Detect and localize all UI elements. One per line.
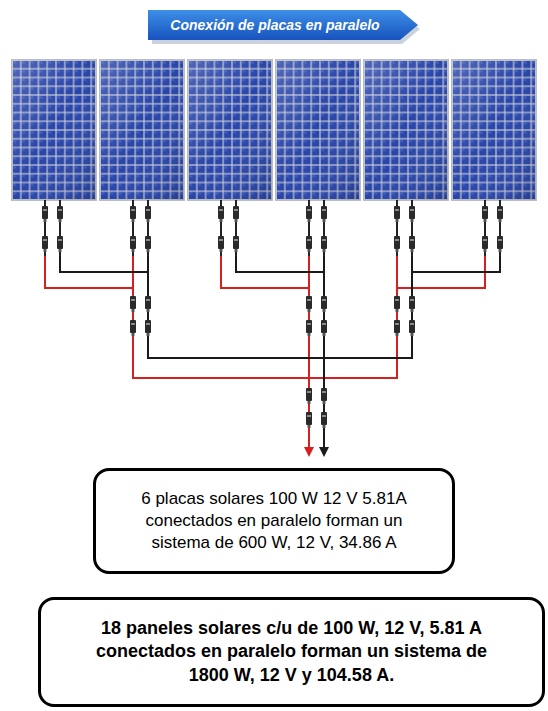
title-text: Conexión de placas en paralelo	[148, 10, 402, 40]
text-box: 6 placas solares 100 W 12 V 5.81A conect…	[93, 468, 455, 574]
text-box: 18 paneles solares c/u de 100 W, 12 V, 5…	[38, 597, 545, 707]
title-banner	[148, 10, 418, 40]
box-text: 6 placas solares 100 W 12 V 5.81A conect…	[122, 488, 426, 554]
negative-wires	[60, 256, 500, 452]
panel-leads	[45, 200, 500, 256]
solar-panels	[12, 60, 536, 200]
mc4-connectors	[42, 206, 503, 428]
positive-wires	[45, 256, 485, 452]
box-text: 18 paneles solares c/u de 100 W, 12 V, 5…	[81, 617, 502, 687]
